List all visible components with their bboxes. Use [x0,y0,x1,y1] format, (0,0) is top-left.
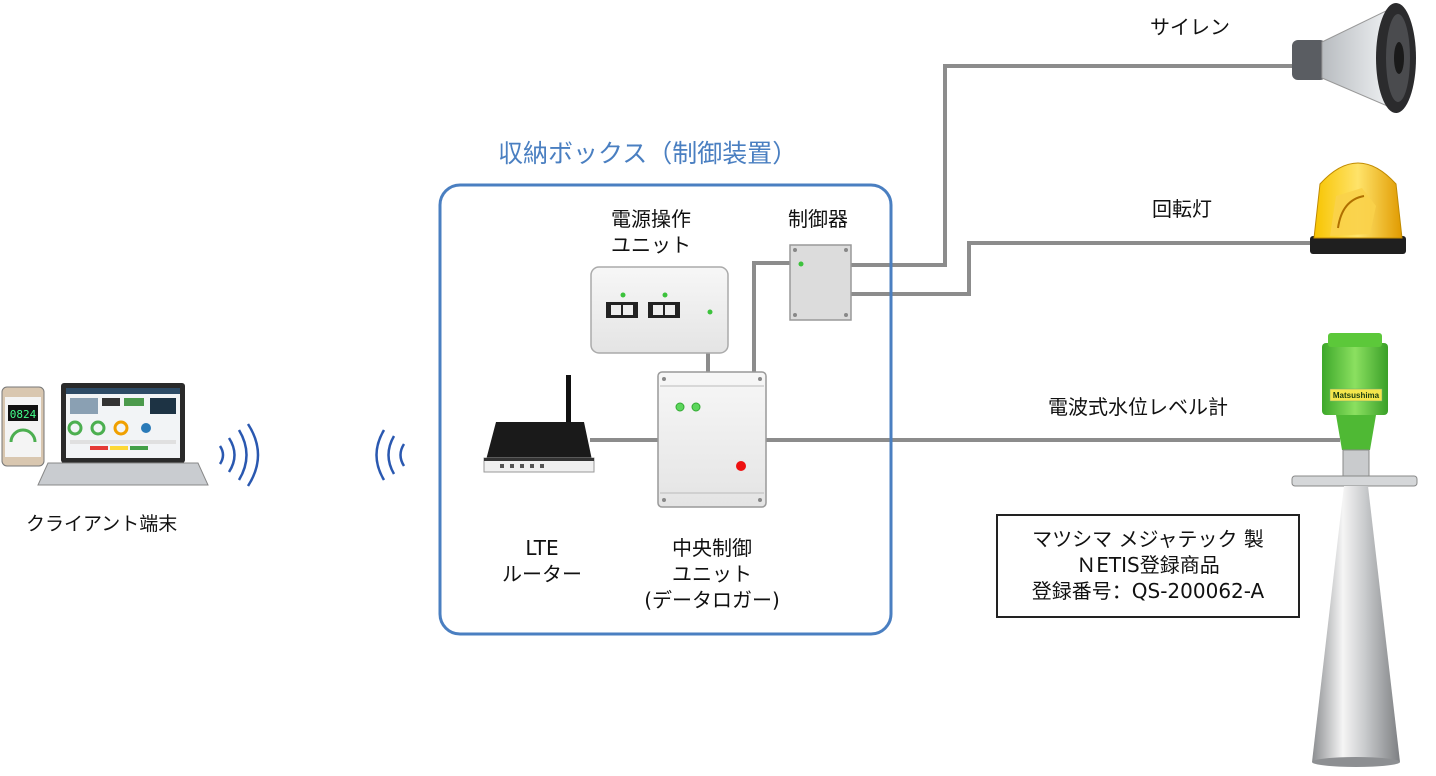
wire-controller-beacon [851,241,1320,296]
central-unit [657,371,767,508]
radar-level-sensor-icon [1291,333,1418,767]
info-line-2: ＮETIS登録商品 [1076,553,1220,577]
storage-box-title: 収納ボックス（制御装置） [498,139,798,168]
wireless-waves-right-icon [375,429,406,481]
wire-controller-siren [851,64,1300,267]
sensor-brand-label: Matsushima [1333,391,1380,400]
wire-central-controller [752,261,790,372]
lte-router [483,375,595,473]
radar-label: 電波式水位レベル計 [1048,395,1228,419]
controller-box [789,244,852,321]
info-line-3: 登録番号：QS-200062-A [1031,579,1265,603]
rotating-beacon-icon [1310,162,1406,254]
central-unit-label: 中央制御 ユニット (データロガー) [644,536,780,612]
siren-icon [1292,3,1416,113]
product-info-box: マツシマ メジャテック 製 ＮETIS登録商品 登録番号：QS-200062-A [996,514,1300,618]
controller-label: 制御器 [788,207,848,231]
client-label: クライアント端末 [26,513,178,535]
info-line-1: マツシマ メジャテック 製 [1032,527,1264,551]
storage-box [438,183,893,636]
siren-label: サイレン [1150,15,1230,39]
phone-display: 0824 [10,408,37,421]
power-unit [590,266,729,354]
power-unit-label: 電源操作 ユニット [611,207,691,257]
wires [590,64,1340,442]
client-devices [1,383,209,486]
wireless-waves-left-icon [218,423,260,487]
router-label: LTE ルーター [502,536,582,586]
beacon-label: 回転灯 [1152,197,1212,221]
